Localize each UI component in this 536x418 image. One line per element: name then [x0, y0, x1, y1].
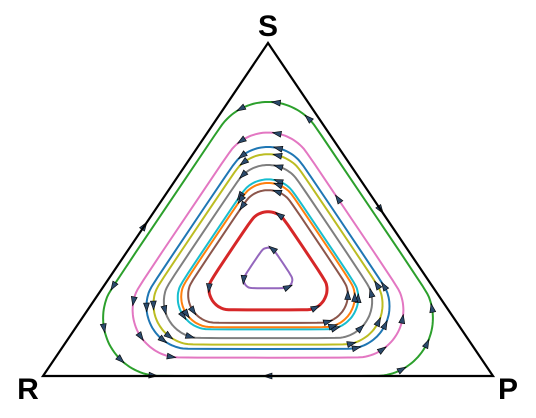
direction-arrow [351, 291, 359, 303]
direction-arrow [322, 319, 334, 327]
direction-arrow [239, 200, 248, 211]
direction-arrow [334, 194, 344, 205]
direction-arrow [374, 280, 383, 291]
orbit-2 [131, 131, 405, 359]
direction-arrow [327, 323, 339, 331]
direction-arrow [398, 313, 406, 325]
orbit-10 [242, 246, 294, 290]
direction-arrow [272, 153, 283, 160]
direction-arrow [237, 150, 248, 160]
direction-arrow [235, 103, 247, 112]
direction-arrow [187, 305, 197, 316]
direction-arrow [273, 164, 284, 171]
direction-arrow [160, 304, 168, 316]
direction-arrow [271, 130, 282, 138]
direction-arrow [282, 284, 294, 293]
orbit-9 [207, 210, 329, 312]
direction-arrow [236, 135, 247, 144]
direction-arrow [421, 338, 430, 350]
orbit-1 [102, 101, 434, 378]
orbit-8 [187, 189, 349, 324]
vertex-label-right: P [498, 373, 518, 406]
direction-arrow [310, 305, 321, 313]
direction-arrow [429, 302, 437, 314]
simplex-triangle [40, 41, 496, 378]
direction-arrow [143, 302, 150, 313]
direction-arrow [344, 289, 352, 300]
orbit-7 [180, 182, 356, 329]
orbit-group [102, 101, 434, 378]
direction-arrow [272, 189, 283, 197]
direction-arrow [270, 99, 282, 107]
vertex-label-left: R [17, 373, 39, 406]
direction-arrow [239, 156, 250, 166]
direction-arrow [115, 354, 125, 364]
direction-arrow [130, 296, 138, 307]
direction-arrow [181, 308, 190, 319]
direction-arrow [380, 281, 390, 292]
direction-arrow [368, 287, 376, 299]
orbit-4 [152, 153, 384, 346]
direction-arrow [346, 341, 357, 348]
direction-arrow [99, 323, 107, 334]
direction-arrow [238, 169, 249, 179]
direction-arrow [135, 331, 144, 342]
direction-arrow [157, 334, 168, 344]
orbit-3 [145, 146, 391, 351]
direction-arrow [373, 316, 381, 328]
direction-arrow [304, 114, 314, 124]
arrow-group [99, 99, 437, 380]
direction-arrow [149, 300, 157, 311]
vertex-label-top: S [258, 10, 278, 43]
direction-arrow [351, 345, 362, 353]
direction-arrow [110, 280, 119, 291]
direction-arrow [355, 324, 365, 334]
direction-arrow [163, 330, 174, 340]
direction-arrow [396, 366, 407, 375]
orbit-6 [176, 178, 360, 331]
direction-arrow [380, 319, 388, 331]
direction-arrow [206, 283, 213, 294]
direction-arrow [376, 346, 387, 355]
direction-arrow [237, 194, 247, 205]
direction-arrow [240, 274, 248, 286]
direction-arrow [272, 182, 284, 190]
direction-arrow [178, 310, 187, 321]
direction-arrow [268, 245, 278, 255]
direction-arrow [274, 212, 286, 221]
direction-arrow [166, 352, 177, 360]
direction-arrow [272, 145, 284, 153]
direction-arrow [184, 332, 196, 339]
orbit-5 [162, 164, 374, 340]
